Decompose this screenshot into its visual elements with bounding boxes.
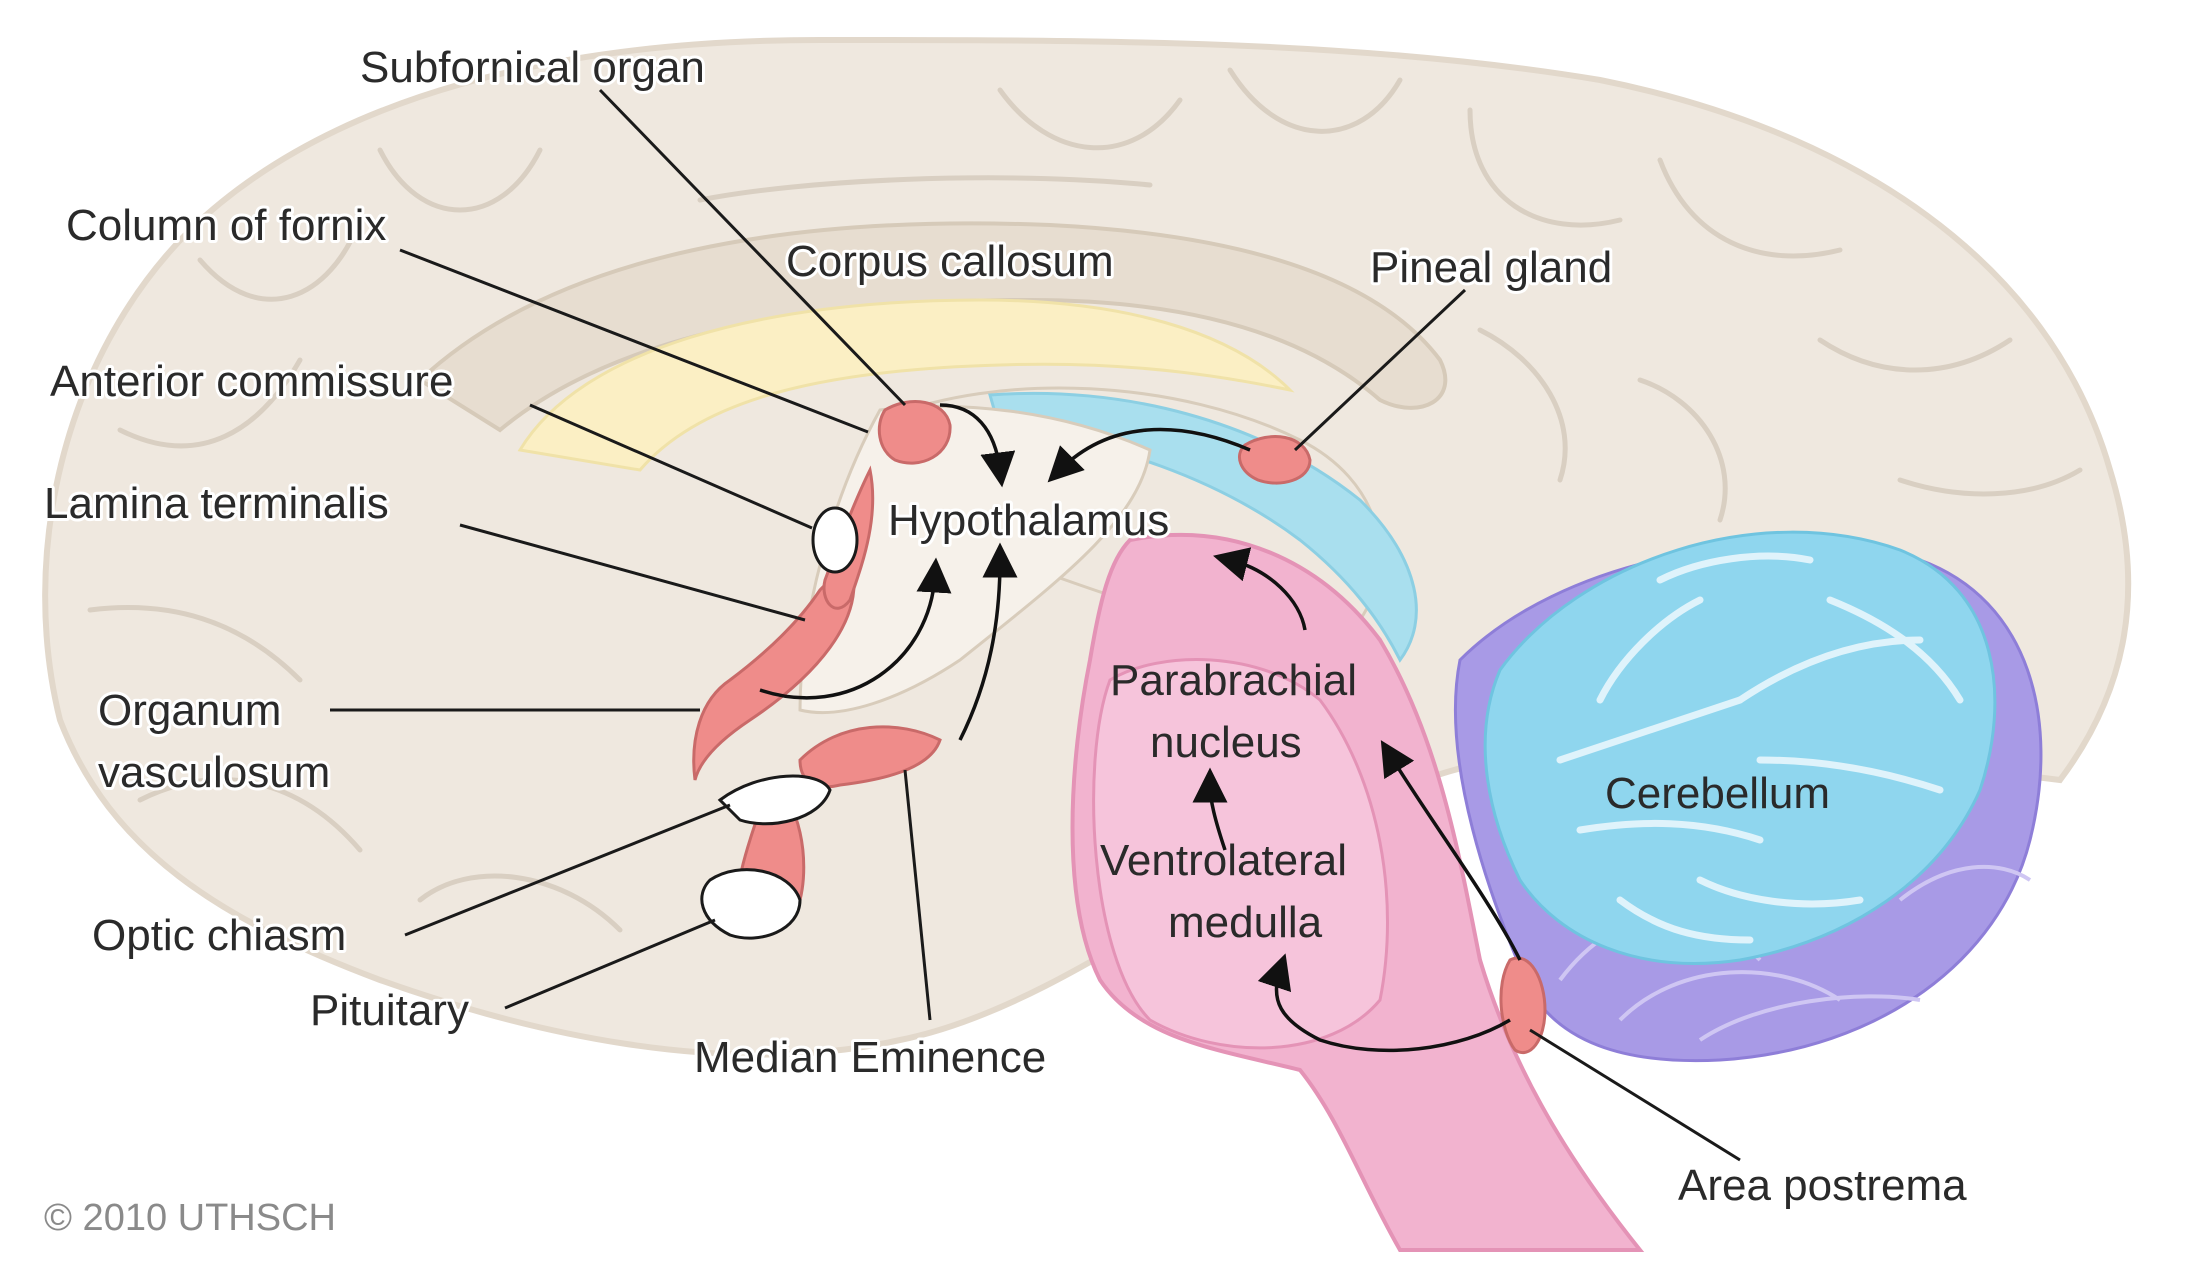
- area-postrema-shape: [1499, 956, 1547, 1054]
- label-median-eminence: Median Eminence: [694, 1033, 1046, 1082]
- pathway-arrows: [759, 403, 1522, 1053]
- corpus-callosum-shape: [517, 298, 1295, 472]
- labels: Subfornical organ Column of fornix Corpu…: [41, 40, 1970, 1213]
- label-hypothalamus: Hypothalamus: [888, 496, 1169, 545]
- cerebellum-branches: [1556, 552, 1964, 944]
- leader-lines: [330, 88, 1741, 1162]
- label-ventrolateral-line2: medulla: [1168, 898, 1323, 947]
- label-pineal-gland: Pineal gland: [1370, 243, 1612, 292]
- label-column-of-fornix: Column of fornix: [66, 201, 386, 250]
- label-parabrachial-line2: nucleus: [1150, 718, 1302, 767]
- label-pituitary: Pituitary: [310, 986, 469, 1035]
- label-parabrachial-line1: Parabrachial: [1110, 656, 1357, 705]
- label-corpus-callosum: Corpus callosum: [786, 237, 1114, 286]
- label-organum-line1: Organum: [98, 686, 281, 735]
- gyri-lines: [87, 67, 2083, 933]
- pituitary-gland-shape: [700, 868, 802, 940]
- label-subfornical-organ: Subfornical organ: [360, 43, 705, 92]
- label-lamina-terminalis: Lamina terminalis: [44, 479, 389, 528]
- label-optic-chiasm: Optic chiasm: [92, 911, 346, 960]
- label-area-postrema: Area postrema: [1678, 1161, 1967, 1210]
- label-anterior-commissure: Anterior commissure: [50, 357, 453, 406]
- subfornical-organ-shape: [877, 400, 952, 465]
- pons-bulge: [1092, 658, 1389, 1050]
- label-organum-line2: vasculosum: [98, 748, 330, 797]
- optic-chiasm-shape: [717, 774, 832, 826]
- label-ventrolateral-line1: Ventrolateral: [1100, 836, 1347, 885]
- label-cerebellum: Cerebellum: [1605, 769, 1830, 818]
- organum-vasculosum-shape: [692, 557, 856, 781]
- copyright-notice: © 2010 UTHSCH: [44, 1197, 336, 1239]
- anterior-commissure-shape: [811, 506, 859, 574]
- cerebellum-arbor: [1483, 530, 1997, 965]
- pineal-gland-shape: [1238, 435, 1312, 485]
